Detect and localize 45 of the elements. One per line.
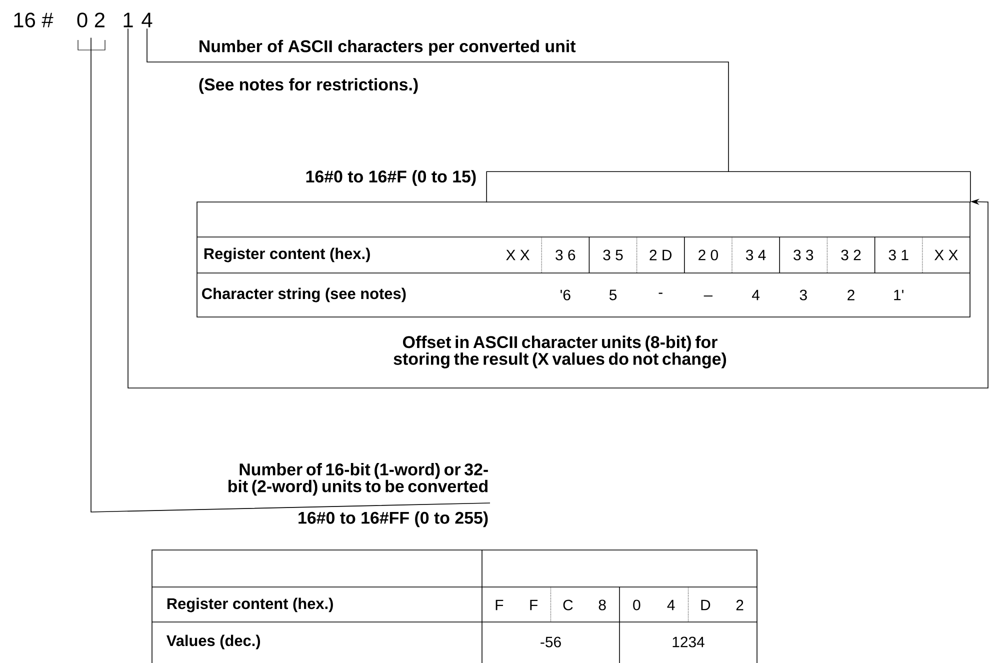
code-digits: 1 [124,12,133,28]
character-value: 1' [894,290,904,300]
range-label: 16#0 to 16#F (0 to 15) [306,170,476,186]
row-label: Character string (see notes) [202,288,406,302]
code-digits: 4 [142,12,152,28]
hex-value: 3 3 [794,250,814,260]
hex-value: X X [506,250,530,260]
hex-value: 4 [667,600,675,610]
hex-value: C [563,600,573,610]
hex-value: 3 4 [746,250,766,260]
decimal-value: 1234 [672,636,704,648]
hex-value: 2 [736,600,744,610]
hex-value: 3 2 [841,250,861,260]
digit-group: 0 2 [77,12,106,50]
character-value: '6 [560,290,570,300]
hex-value: 3 6 [556,250,576,260]
hex-value: 8 [598,600,606,610]
description-text: Number of 16-bit (1-word) or 32-bit (2-word) units to be converted [228,463,488,496]
hex-value: D [701,600,710,610]
leader-line [90,37,490,512]
hex-value: X X [934,250,958,260]
character-value: 3 [800,290,807,300]
note-text: (See notes for restrictions.) [199,78,418,94]
character-value: 2 [848,290,854,300]
range-label: 16#0 to 16#FF (0 to 255) [298,511,488,528]
hex-value: 3 1 [888,250,908,260]
edge-label: Offset in ASCII character units (8-bit) for storing the result (X values do not change) [394,336,726,368]
edge-label: Number of ASCII characters per converted unit [200,40,576,56]
hex-value: F [530,600,538,610]
hex-value: 2 D [650,250,672,260]
code-digits: 16 # [14,12,54,28]
hex-value: F [496,600,504,610]
hex-value: 3 5 [603,250,623,260]
character-value: 5 [609,290,617,300]
row-label: Register content (hex.) [167,598,333,612]
leader-line [128,28,988,388]
leader-line [146,28,729,172]
row-label: Values (dec.) [166,634,260,650]
hex-value: 0 [633,600,640,610]
hex-value: 2 0 [698,250,718,260]
range-bracket [486,171,971,203]
decimal-value: -56 [540,636,561,648]
row-label: Register content (hex.) [204,248,370,262]
character-value: 4 [752,290,760,300]
character-value: - [658,292,662,294]
